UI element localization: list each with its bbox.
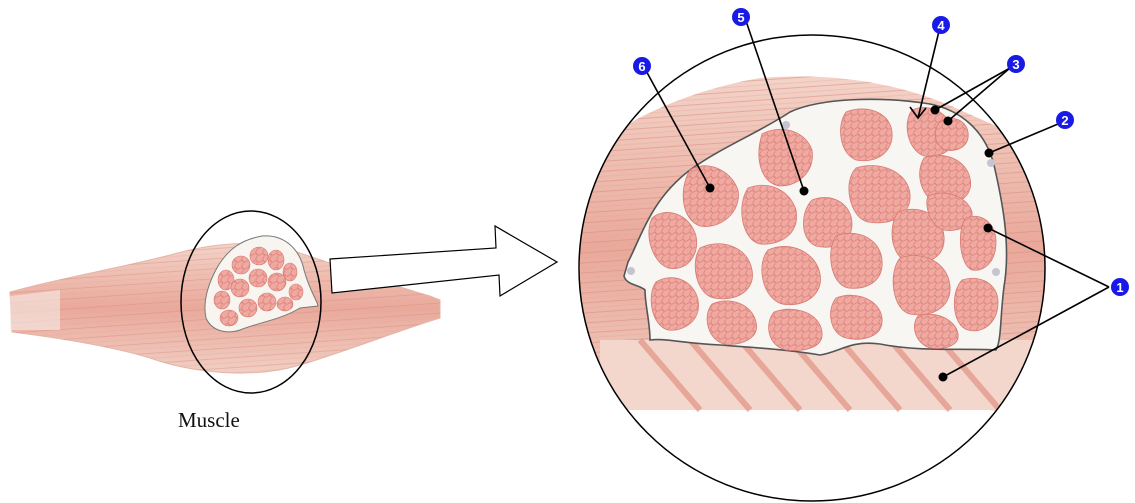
leader-dot xyxy=(984,224,993,233)
callout-badge-2: 2 xyxy=(1056,111,1074,129)
leader-dot xyxy=(944,117,953,126)
zoom-arrow xyxy=(330,226,557,296)
callout-badge-3: 3 xyxy=(1007,55,1025,73)
badge-number: 1 xyxy=(1116,280,1123,295)
tendon-left xyxy=(10,290,60,330)
badge-number: 2 xyxy=(1061,113,1068,128)
leader-dot xyxy=(985,149,994,158)
callout-badge-4: 4 xyxy=(932,16,950,34)
muscle-caption: Muscle xyxy=(178,408,240,433)
badge-number: 6 xyxy=(638,59,645,74)
badge-number: 5 xyxy=(737,10,744,25)
leader-dot xyxy=(939,373,948,382)
badge-number: 3 xyxy=(1012,57,1019,72)
badge-number: 4 xyxy=(937,18,945,33)
leader-dot xyxy=(706,184,715,193)
leader-dot xyxy=(931,106,940,115)
magnified-view xyxy=(580,76,1050,420)
fascicle xyxy=(954,278,998,331)
leader-dot xyxy=(800,187,809,196)
fascicle xyxy=(841,109,893,161)
callout-badge-6: 6 xyxy=(633,57,651,75)
callout-badge-1: 1 xyxy=(1111,278,1129,296)
callout-badge-5: 5 xyxy=(732,8,750,26)
